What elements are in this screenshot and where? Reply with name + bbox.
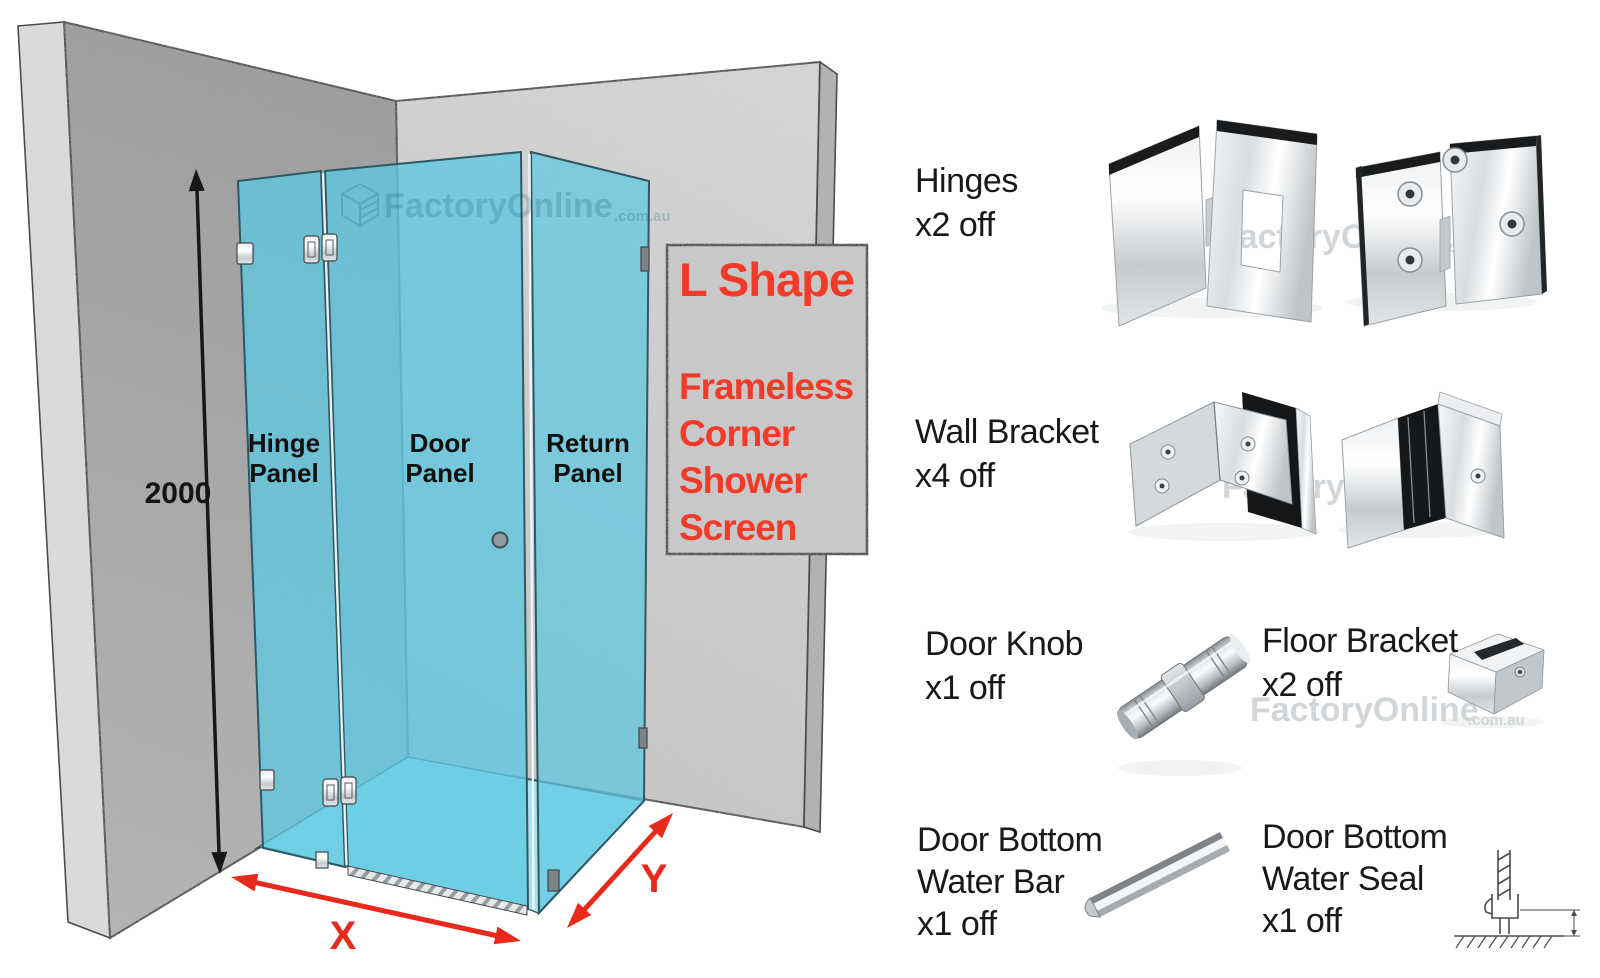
x-label: X xyxy=(330,914,357,958)
door-panel-label-1: Door xyxy=(410,428,471,458)
water-seal-label-1: Door Bottom xyxy=(1262,818,1447,856)
hinges-qty: x2 off xyxy=(915,206,996,244)
height-label: 2000 xyxy=(145,477,212,510)
hinge-panel-label-2: Panel xyxy=(249,458,318,488)
door-knob-image xyxy=(1116,634,1251,740)
title-text: L Shape xyxy=(679,253,854,306)
door-knob-label: Door Knob xyxy=(925,625,1083,663)
door-panel-label-2: Panel xyxy=(405,458,474,488)
watermark-cube-icon xyxy=(339,182,381,228)
hinge-screws xyxy=(1397,147,1525,273)
title-line-frameless: Frameless xyxy=(679,366,853,407)
title-line-screen: Screen xyxy=(679,507,796,548)
watermark-knob: FactoryOnline xyxy=(1250,691,1479,729)
floor-bracket-return-3d xyxy=(547,869,560,892)
glass-watermark: FactoryOnline .com.au xyxy=(339,182,671,228)
door-knob-qty: x1 off xyxy=(925,669,1006,707)
bottom-hinge-pair-3d xyxy=(322,776,357,807)
water-bar-3d xyxy=(347,865,528,916)
x-dimension xyxy=(231,873,521,945)
hinges-image-1 xyxy=(1108,119,1318,327)
return-bracket-bottom-3d xyxy=(638,727,648,749)
panel-labels: Hinge Panel Door Panel Return Panel xyxy=(248,428,630,488)
title-line-shower: Shower xyxy=(679,460,807,501)
water-seal-qty: x1 off xyxy=(1262,902,1343,940)
water-seal-image xyxy=(1454,850,1580,949)
wall-bracket-label: Wall Bracket xyxy=(915,413,1100,451)
watermark-suffix-glass: .com.au xyxy=(614,208,671,225)
water-bar-label-1: Door Bottom xyxy=(917,821,1102,859)
shower-3d-diagram: FactoryOnline .com.au 2000 X Y Hinge Pan… xyxy=(17,20,839,958)
return-bracket-top-3d xyxy=(640,246,650,272)
water-bar-image xyxy=(1084,832,1230,918)
door-return-seam-highlight xyxy=(528,153,535,910)
hinge-panel-label-1: Hinge xyxy=(248,428,320,458)
wall-bracket-image-1 xyxy=(1129,392,1317,535)
floor-bracket-image xyxy=(1447,633,1545,715)
return-panel-glass xyxy=(529,150,651,916)
wall-bracket-bottom-3d xyxy=(259,769,275,791)
height-dimension: 2000 xyxy=(145,169,228,874)
hinge-door-seam-highlight xyxy=(321,172,348,866)
parts-list: FactoryOnline .com.au FactoryOnline Fact… xyxy=(915,119,1580,949)
hardware-3d xyxy=(236,233,650,892)
watermark-text-glass: FactoryOnline xyxy=(384,187,613,225)
floor-bracket-door-3d xyxy=(315,851,329,869)
door-panel-glass xyxy=(323,150,530,911)
hinges-label: Hinges xyxy=(915,162,1018,200)
water-seal-label-2: Water Seal xyxy=(1262,860,1424,898)
hinge-panel-glass xyxy=(236,169,347,869)
hinges-image-2 xyxy=(1355,135,1547,327)
title-line-corner: Corner xyxy=(679,413,795,454)
wall-bracket-image-2 xyxy=(1341,391,1505,549)
watermark-knob-suffix: .com.au xyxy=(1468,712,1525,729)
floor-bracket-qty: x2 off xyxy=(1262,666,1343,704)
return-panel-label-2: Panel xyxy=(553,458,622,488)
wall-bracket-qty: x4 off xyxy=(915,457,996,495)
water-bar-qty: x1 off xyxy=(917,905,998,943)
wall-bracket-top-3d xyxy=(236,242,254,265)
return-panel-label-1: Return xyxy=(546,428,630,458)
door-knob-3d xyxy=(491,531,509,549)
y-label: Y xyxy=(641,857,668,901)
y-dimension xyxy=(567,813,673,928)
part-labels: Hinges x2 off Wall Bracket x4 off Door K… xyxy=(915,162,1459,943)
title-box: L Shape Frameless Corner Shower Screen xyxy=(665,243,869,556)
floor-bracket-label: Floor Bracket xyxy=(1262,622,1459,660)
top-hinge-pair-3d xyxy=(303,233,338,264)
water-bar-label-2: Water Bar xyxy=(917,863,1064,901)
